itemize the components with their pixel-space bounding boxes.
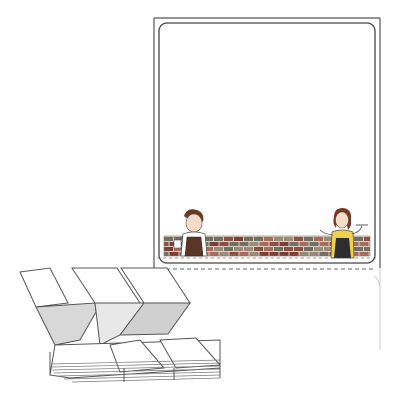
brick — [279, 252, 289, 256]
brick — [309, 252, 319, 256]
brick — [164, 242, 169, 246]
brick — [219, 252, 229, 256]
brick — [169, 252, 179, 256]
brick — [349, 242, 359, 246]
brick — [224, 237, 233, 241]
brick — [294, 247, 303, 251]
brick-strip-border — [163, 235, 371, 257]
brick — [259, 252, 269, 256]
brick — [254, 237, 263, 241]
brick — [304, 247, 313, 251]
perforation-line — [157, 257, 377, 270]
brick — [164, 252, 169, 256]
brick — [214, 237, 223, 241]
brick — [289, 252, 299, 256]
brick — [209, 252, 219, 256]
brick — [264, 237, 273, 241]
brick — [174, 237, 183, 241]
brick — [269, 252, 279, 256]
brick — [239, 252, 249, 256]
brick — [289, 242, 299, 246]
brick — [224, 247, 233, 251]
brick — [324, 247, 333, 251]
brick — [364, 247, 370, 251]
brick — [319, 252, 329, 256]
brick — [319, 242, 329, 246]
brick — [204, 237, 213, 241]
brick — [254, 247, 263, 251]
brick — [284, 237, 293, 241]
brick — [279, 242, 289, 246]
brick — [314, 247, 323, 251]
brick — [229, 242, 239, 246]
brick — [299, 252, 309, 256]
fanfold-stack — [19, 267, 222, 383]
brick — [229, 252, 239, 256]
brick — [364, 237, 370, 241]
brick — [314, 237, 323, 241]
brick — [284, 247, 293, 251]
brick — [354, 237, 363, 241]
brick — [164, 237, 173, 241]
brick — [244, 237, 253, 241]
brick — [234, 237, 243, 241]
brick — [294, 237, 303, 241]
continuous-paper-edge — [153, 17, 381, 350]
brick — [204, 247, 213, 251]
brick — [359, 242, 369, 246]
waitress-figure — [319, 208, 368, 259]
brick — [239, 242, 249, 246]
label-sheet — [158, 22, 376, 264]
brick — [324, 237, 333, 241]
brick — [219, 242, 229, 246]
brick — [249, 242, 259, 246]
brick — [304, 237, 313, 241]
brick — [299, 242, 309, 246]
brick — [174, 247, 183, 251]
brick — [244, 247, 253, 251]
brick-strip — [163, 235, 371, 257]
brick — [274, 247, 283, 251]
brick — [249, 252, 259, 256]
brick — [214, 247, 223, 251]
brick — [309, 242, 319, 246]
brick — [234, 247, 243, 251]
barista-figure — [173, 209, 208, 257]
brick — [359, 252, 369, 256]
brick — [269, 242, 279, 246]
brick — [164, 247, 173, 251]
brick — [274, 237, 283, 241]
brick — [264, 247, 273, 251]
brick — [259, 242, 269, 246]
brick — [354, 247, 363, 251]
brick — [209, 242, 219, 246]
